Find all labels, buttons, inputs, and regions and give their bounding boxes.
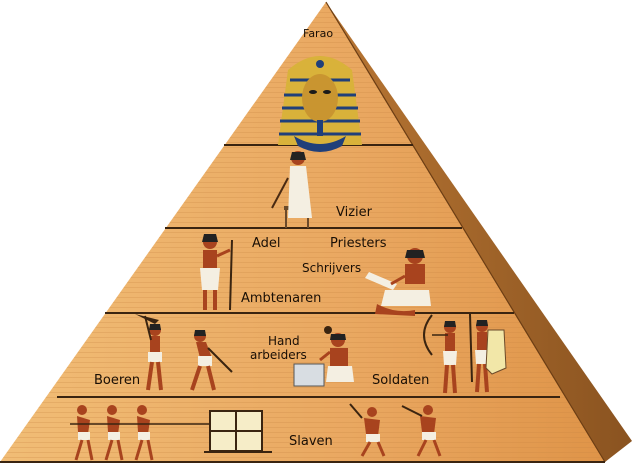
pharaoh-mask-icon: [278, 56, 362, 152]
vizier-label: Vizier: [336, 205, 373, 220]
pyramid-side-face: [326, 2, 632, 462]
slave-figure-icon: [401, 405, 442, 457]
farmer-figure-icon: [135, 314, 163, 391]
scribe-figure-icon: [365, 248, 431, 316]
farmer-figure-icon: [190, 330, 233, 391]
hand-label: Hand: [268, 334, 300, 348]
soldaten-label: Soldaten: [372, 373, 429, 388]
slave-figure-icon: [349, 403, 386, 457]
craftsman-figure-icon: [293, 326, 354, 387]
slave-figure-icon: [134, 405, 154, 461]
noble-figure-icon: [200, 234, 233, 311]
boeren-label: Boeren: [94, 373, 140, 388]
stone-block-icon: [204, 410, 272, 453]
ambtenaren-label: Ambtenaren: [241, 291, 321, 306]
vizier-figure-icon: [271, 151, 312, 228]
arbeiders-label: arbeiders: [250, 348, 307, 362]
priesters-label: Priesters: [330, 236, 387, 251]
adel-label: Adel: [252, 236, 281, 251]
slave-figure-icon: [74, 405, 94, 461]
slaven-label: Slaven: [289, 434, 333, 449]
schrijvers-label: Schrijvers: [302, 261, 361, 275]
soldier-figure-icon: [469, 313, 507, 393]
soldier-figure-icon: [423, 314, 457, 394]
farao-label: Farao: [303, 27, 333, 40]
slave-figure-icon: [104, 405, 124, 461]
pyramid-edge: [325, 1, 606, 463]
